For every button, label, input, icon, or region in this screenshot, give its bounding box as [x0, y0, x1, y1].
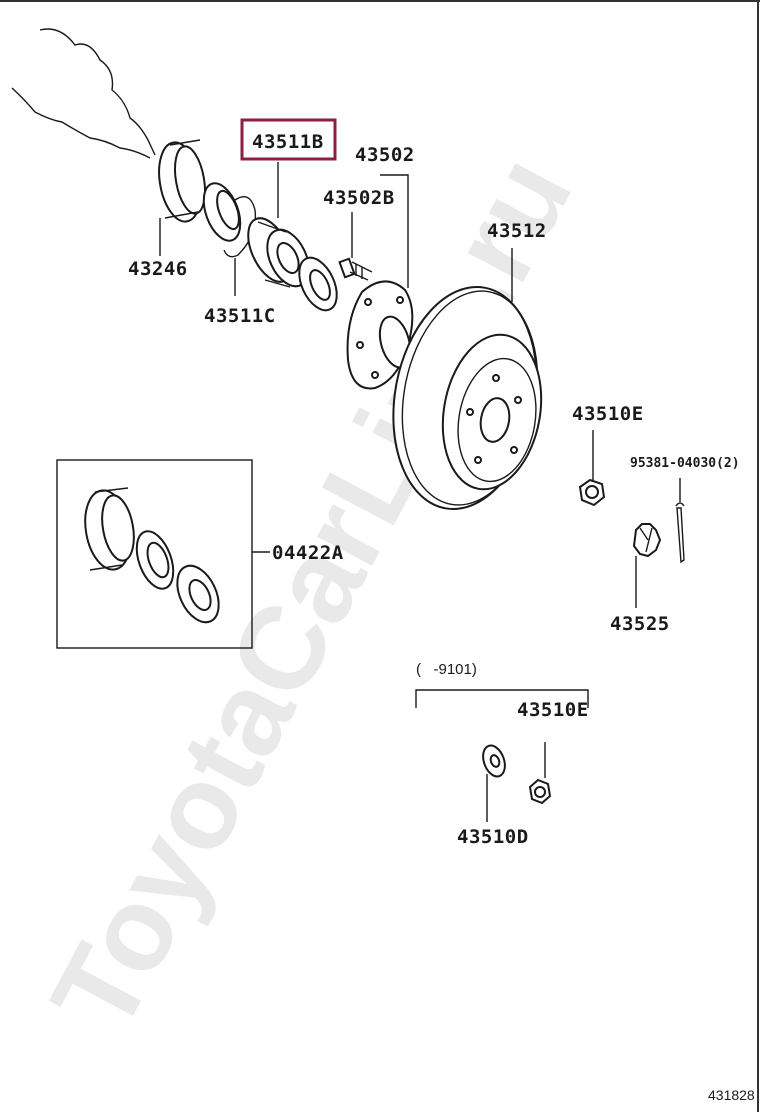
highlight-box [240, 118, 337, 161]
label-43511b[interactable]: 43511B [252, 131, 324, 153]
label-43246[interactable]: 43246 [128, 258, 188, 280]
label-43510e-upper[interactable]: 43510E [572, 403, 644, 425]
knuckle-outline [11, 28, 156, 159]
label-43502b[interactable]: 43502B [323, 187, 395, 209]
hub-nut-43510e-lower [528, 778, 552, 805]
snap-ring-43511c [202, 182, 257, 258]
label-43510d[interactable]: 43510D [457, 826, 529, 848]
diagram-ref-number: 431828 [708, 1087, 755, 1103]
label-95381[interactable]: 95381-04030(2) [630, 456, 740, 471]
cotter-pin-95381 [675, 502, 685, 564]
label-43525[interactable]: 43525 [610, 613, 670, 635]
hub-bolt-43502b [338, 257, 373, 281]
washer-43510d [482, 744, 506, 778]
label-43502[interactable]: 43502 [355, 144, 415, 166]
seal-ring [298, 256, 338, 312]
label-04422a[interactable]: 04422A [272, 542, 344, 564]
label-43512[interactable]: 43512 [487, 220, 547, 242]
label-43511c[interactable]: 43511C [204, 305, 276, 327]
leader-lines [159, 162, 681, 822]
kit-box-04422a [56, 459, 253, 649]
note-range: ( -9101) [416, 661, 477, 678]
hub-nut-43510e-upper [578, 478, 606, 507]
hub-43502 [346, 280, 414, 390]
kit-contents [84, 487, 220, 624]
dust-deflector-43246 [158, 139, 206, 223]
lock-cap-43525 [632, 523, 662, 558]
label-43510e-lower[interactable]: 43510E [517, 699, 589, 721]
brake-disc-43512 [392, 286, 543, 510]
